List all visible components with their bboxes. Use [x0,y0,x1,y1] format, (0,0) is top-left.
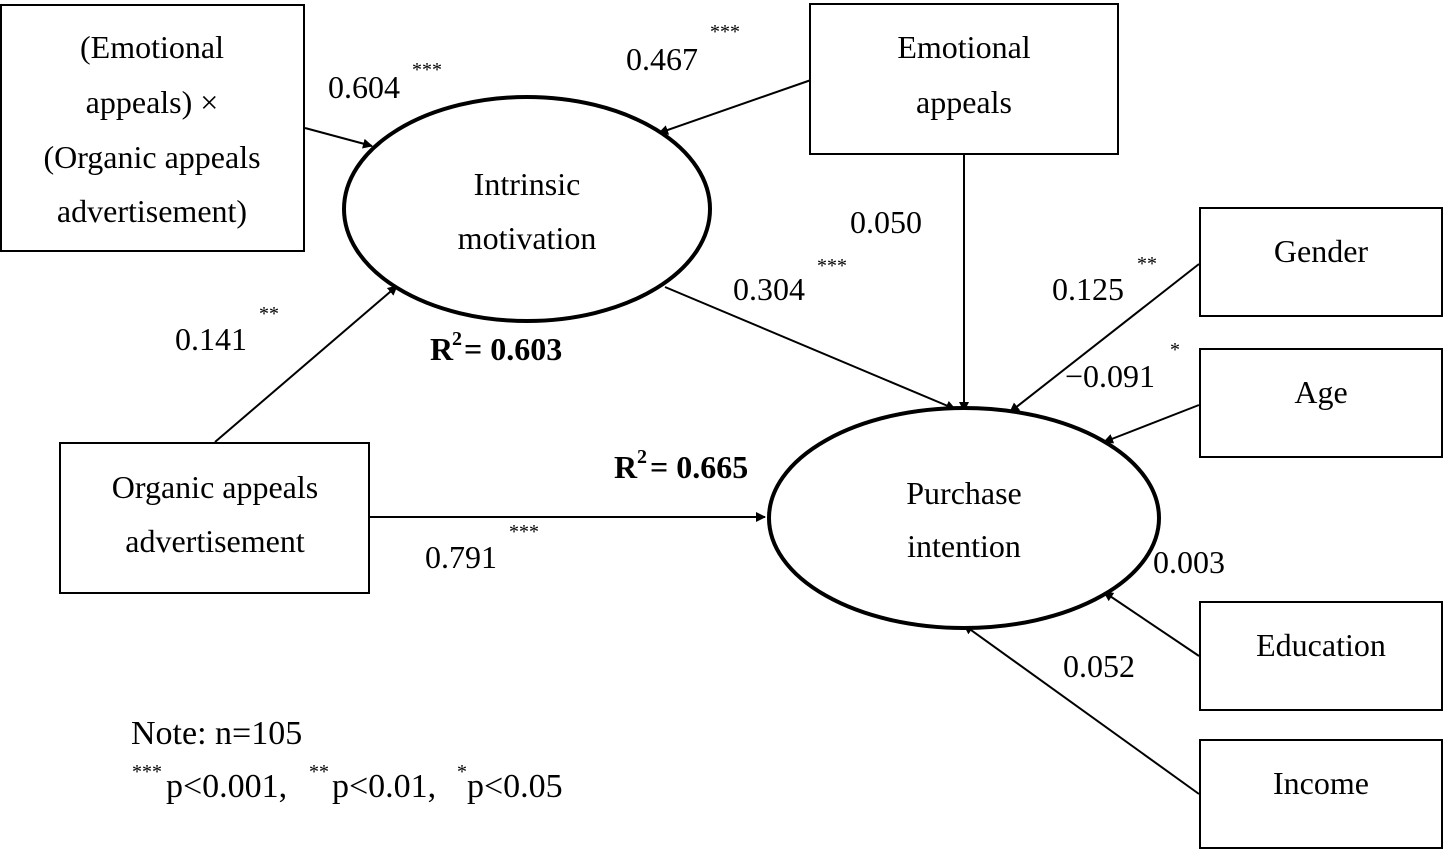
arrow-emotional-to-intrinsic [658,79,812,135]
node-gender: Gender [1199,207,1443,317]
coef-interaction-to-intrinsic: 0.604 *** [328,59,442,105]
node-age-label: Age [1294,374,1347,410]
r2-sup: 2 [637,446,647,468]
node-interaction-label-2: appeals) × [86,84,219,120]
node-intrinsic-label-1: Intrinsic [474,166,581,202]
node-interaction-label-4: advertisement) [57,193,247,229]
coef-sig: ** [1137,253,1157,275]
note-legend-stars-2: ** [309,761,329,783]
note-sample-size: Note: n=105 [131,715,302,752]
node-education-box [1199,601,1443,711]
note-legend-text-3: p<0.05 [467,768,563,805]
path-arrows [214,79,1200,795]
node-intrinsic-label-2: motivation [458,220,597,256]
node-emotional-label-1: Emotional [897,29,1030,65]
node-intrinsic-ellipse [342,95,712,323]
node-income: Income [1199,739,1443,849]
node-age-box [1199,348,1443,458]
arrow-income-to-purchase [963,624,1200,795]
coef-intrinsic-to-purchase: 0.304 *** [733,255,847,307]
coef-sig: * [1170,339,1180,361]
r2-prefix: R [430,331,454,367]
arrow-interaction-to-intrinsic [304,127,373,149]
coef-value: 0.052 [1063,648,1135,684]
coef-sig: *** [817,255,847,277]
coef-value: 0.050 [850,204,922,240]
coef-value: 0.791 [425,539,497,575]
arrow-gender-to-purchase [1009,263,1200,413]
coef-sig: ** [259,303,279,325]
note-legend-stars-1: *** [132,761,162,783]
r2-purchase: R 2 = 0.665 [614,446,748,485]
coef-value: 0.141 [175,321,247,357]
coef-value: 0.604 [328,69,400,105]
node-intrinsic: Intrinsic motivation [342,95,712,323]
note: Note: n=105 *** p<0.001, ** p<0.01, * p<… [131,715,563,805]
node-education-label: Education [1256,627,1386,663]
node-emotional-box [809,3,1119,155]
coef-emotional-to-purchase: 0.050 [850,204,922,240]
coef-value: 0.003 [1153,544,1225,580]
node-purchase-label-2: intention [907,528,1021,564]
coef-gender-to-purchase: 0.125 ** [1052,253,1157,307]
node-purchase: Purchase intention [767,406,1161,630]
note-legend-stars-3: * [457,761,467,783]
coef-income-to-purchase: 0.052 [1063,648,1135,684]
r2-value: = 0.665 [650,449,748,485]
node-gender-label: Gender [1274,233,1369,269]
node-interaction-label-3: (Organic appeals [43,139,260,175]
node-gender-box [1199,207,1443,317]
arrow-age-to-purchase [1103,404,1200,444]
r2-value: = 0.603 [464,331,562,367]
r2-prefix: R [614,449,638,485]
coef-sig: *** [509,521,539,543]
coef-age-to-purchase: −0.091 * [1065,339,1180,394]
node-age: Age [1199,348,1443,458]
coef-value: 0.125 [1052,271,1124,307]
arrow-education-to-purchase [1103,591,1200,657]
node-emotional: Emotional appeals [809,3,1119,155]
node-organic-label-1: Organic appeals [112,469,318,505]
note-legend-text-1: p<0.001, [166,768,287,805]
node-organic-label-2: advertisement [125,523,305,559]
coef-sig: *** [412,59,442,81]
coef-emotional-to-intrinsic: 0.467 *** [626,21,740,77]
coef-value: 0.304 [733,271,805,307]
note-legend-text-2: p<0.01, [332,768,436,805]
node-organic-box [59,442,370,594]
arrow-intrinsic-to-purchase [664,286,956,411]
node-emotional-label-2: appeals [916,84,1012,120]
node-interaction-label-1: (Emotional [80,29,224,65]
coef-organic-to-purchase: 0.791 *** [425,521,539,575]
r2-intrinsic: R 2 = 0.603 [430,328,562,367]
node-interaction: (Emotional appeals) × (Organic appeals a… [0,4,305,252]
r2-sup: 2 [452,328,462,350]
node-organic: Organic appeals advertisement [59,442,370,594]
node-interaction-box [0,4,305,252]
node-income-label: Income [1273,765,1369,801]
node-purchase-ellipse [767,406,1161,630]
node-income-box [1199,739,1443,849]
coef-value: −0.091 [1065,358,1155,394]
coef-sig: *** [710,21,740,43]
coef-organic-to-intrinsic: 0.141 ** [175,303,279,357]
coef-value: 0.467 [626,41,698,77]
coef-education-to-purchase: 0.003 [1153,544,1225,580]
node-purchase-label-1: Purchase [906,475,1022,511]
arrow-organic-to-intrinsic [214,285,398,443]
node-education: Education [1199,601,1443,711]
